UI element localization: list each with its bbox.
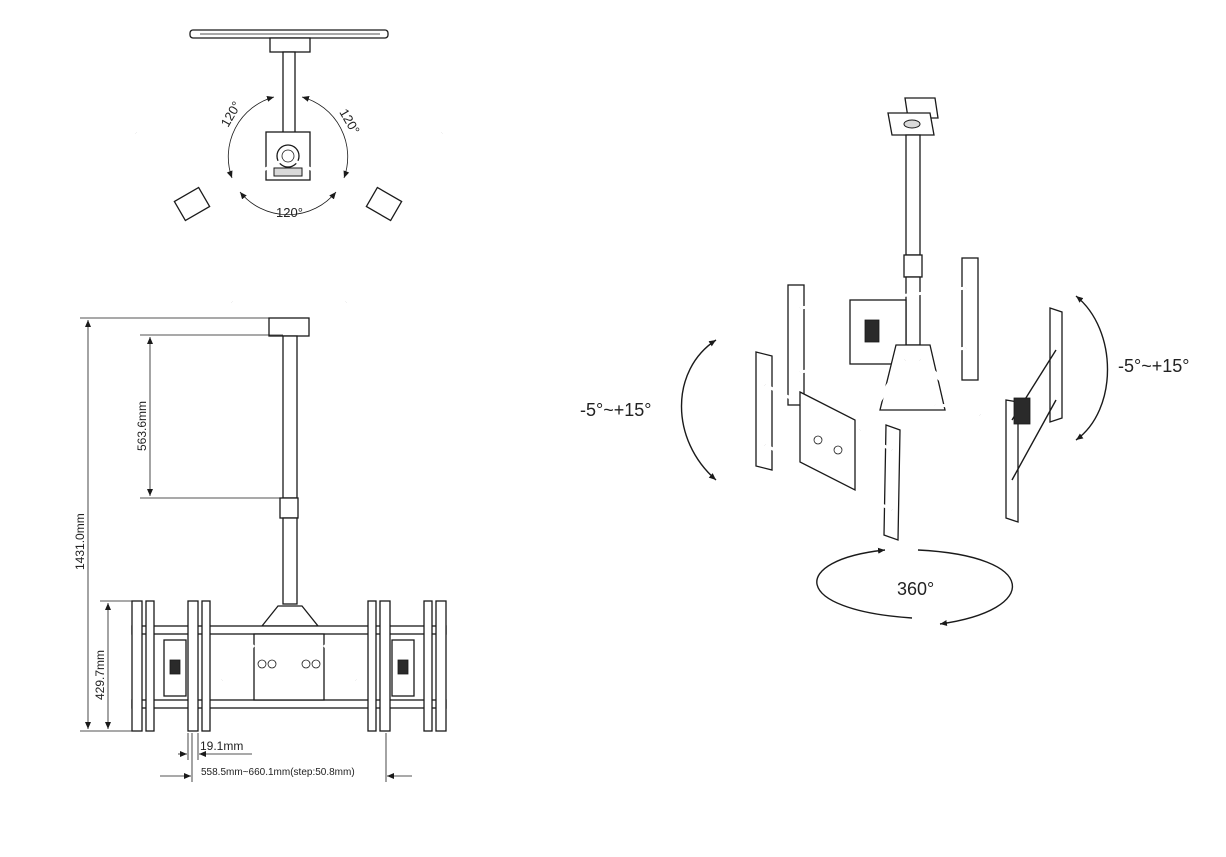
dim-offset-label: 19.1mm (200, 739, 243, 753)
iso-tilt-label-right: -5°~+15° (1118, 356, 1189, 376)
upper-pole (282, 335, 298, 499)
iso-rotation-label: 360° (897, 579, 934, 599)
angle-arc-left (226, 95, 275, 179)
rail-upper (131, 625, 447, 635)
iso-tilt-arrow-left (680, 339, 717, 481)
iso-pole-collar (903, 254, 923, 278)
angle-arc-bottom (239, 191, 337, 216)
dim-width-range-label: 558.5mm~660.1mm(step:50.8mm) (201, 767, 355, 778)
iso-view: -5°~+15° -5°~+15° 360° (580, 97, 1189, 626)
top-view: 120° 120° 120° (134, 29, 444, 303)
iso-upper-pole (905, 134, 921, 256)
iso-rotation-arrow-right (917, 549, 1014, 626)
rail-lower (131, 699, 447, 709)
hub-circle (276, 144, 300, 168)
ceiling-cap (268, 317, 310, 337)
vertical-rails (131, 600, 447, 732)
right-display-rail (344, 132, 444, 303)
iso-tilt-label-left: -5°~+15° (580, 400, 651, 420)
angle-label-right: 120° (336, 106, 362, 137)
dim-frame-height-label: 429.7mm (93, 650, 107, 700)
front-view: 1431.0mm 563.6mm 429.7mm 19.1mm 558.5mm~… (73, 317, 447, 782)
ceiling-plate-top (189, 29, 389, 53)
stem-top (282, 51, 296, 143)
iso-back-frame (787, 257, 979, 406)
left-display-rail (134, 132, 234, 303)
iso-right-frame (1005, 307, 1063, 523)
iso-ceiling-bracket (887, 97, 939, 136)
dim-pole-adjust-label: 563.6mm (135, 401, 149, 451)
iso-rotation-arrow-left (816, 547, 913, 619)
iso-front-left-frame (755, 351, 901, 541)
front-hub (260, 605, 320, 627)
iso-tilt-arrow-right (1075, 295, 1109, 441)
angle-label-bottom: 120° (276, 205, 303, 220)
lower-pole (282, 517, 298, 605)
angle-label-left: 120° (218, 99, 244, 130)
dim-overall-height-label: 1431.0mm (73, 513, 87, 570)
center-plate (253, 633, 325, 701)
iso-lower-pole (905, 276, 921, 346)
angle-arc-right (301, 95, 350, 179)
pole-collar (279, 497, 299, 519)
